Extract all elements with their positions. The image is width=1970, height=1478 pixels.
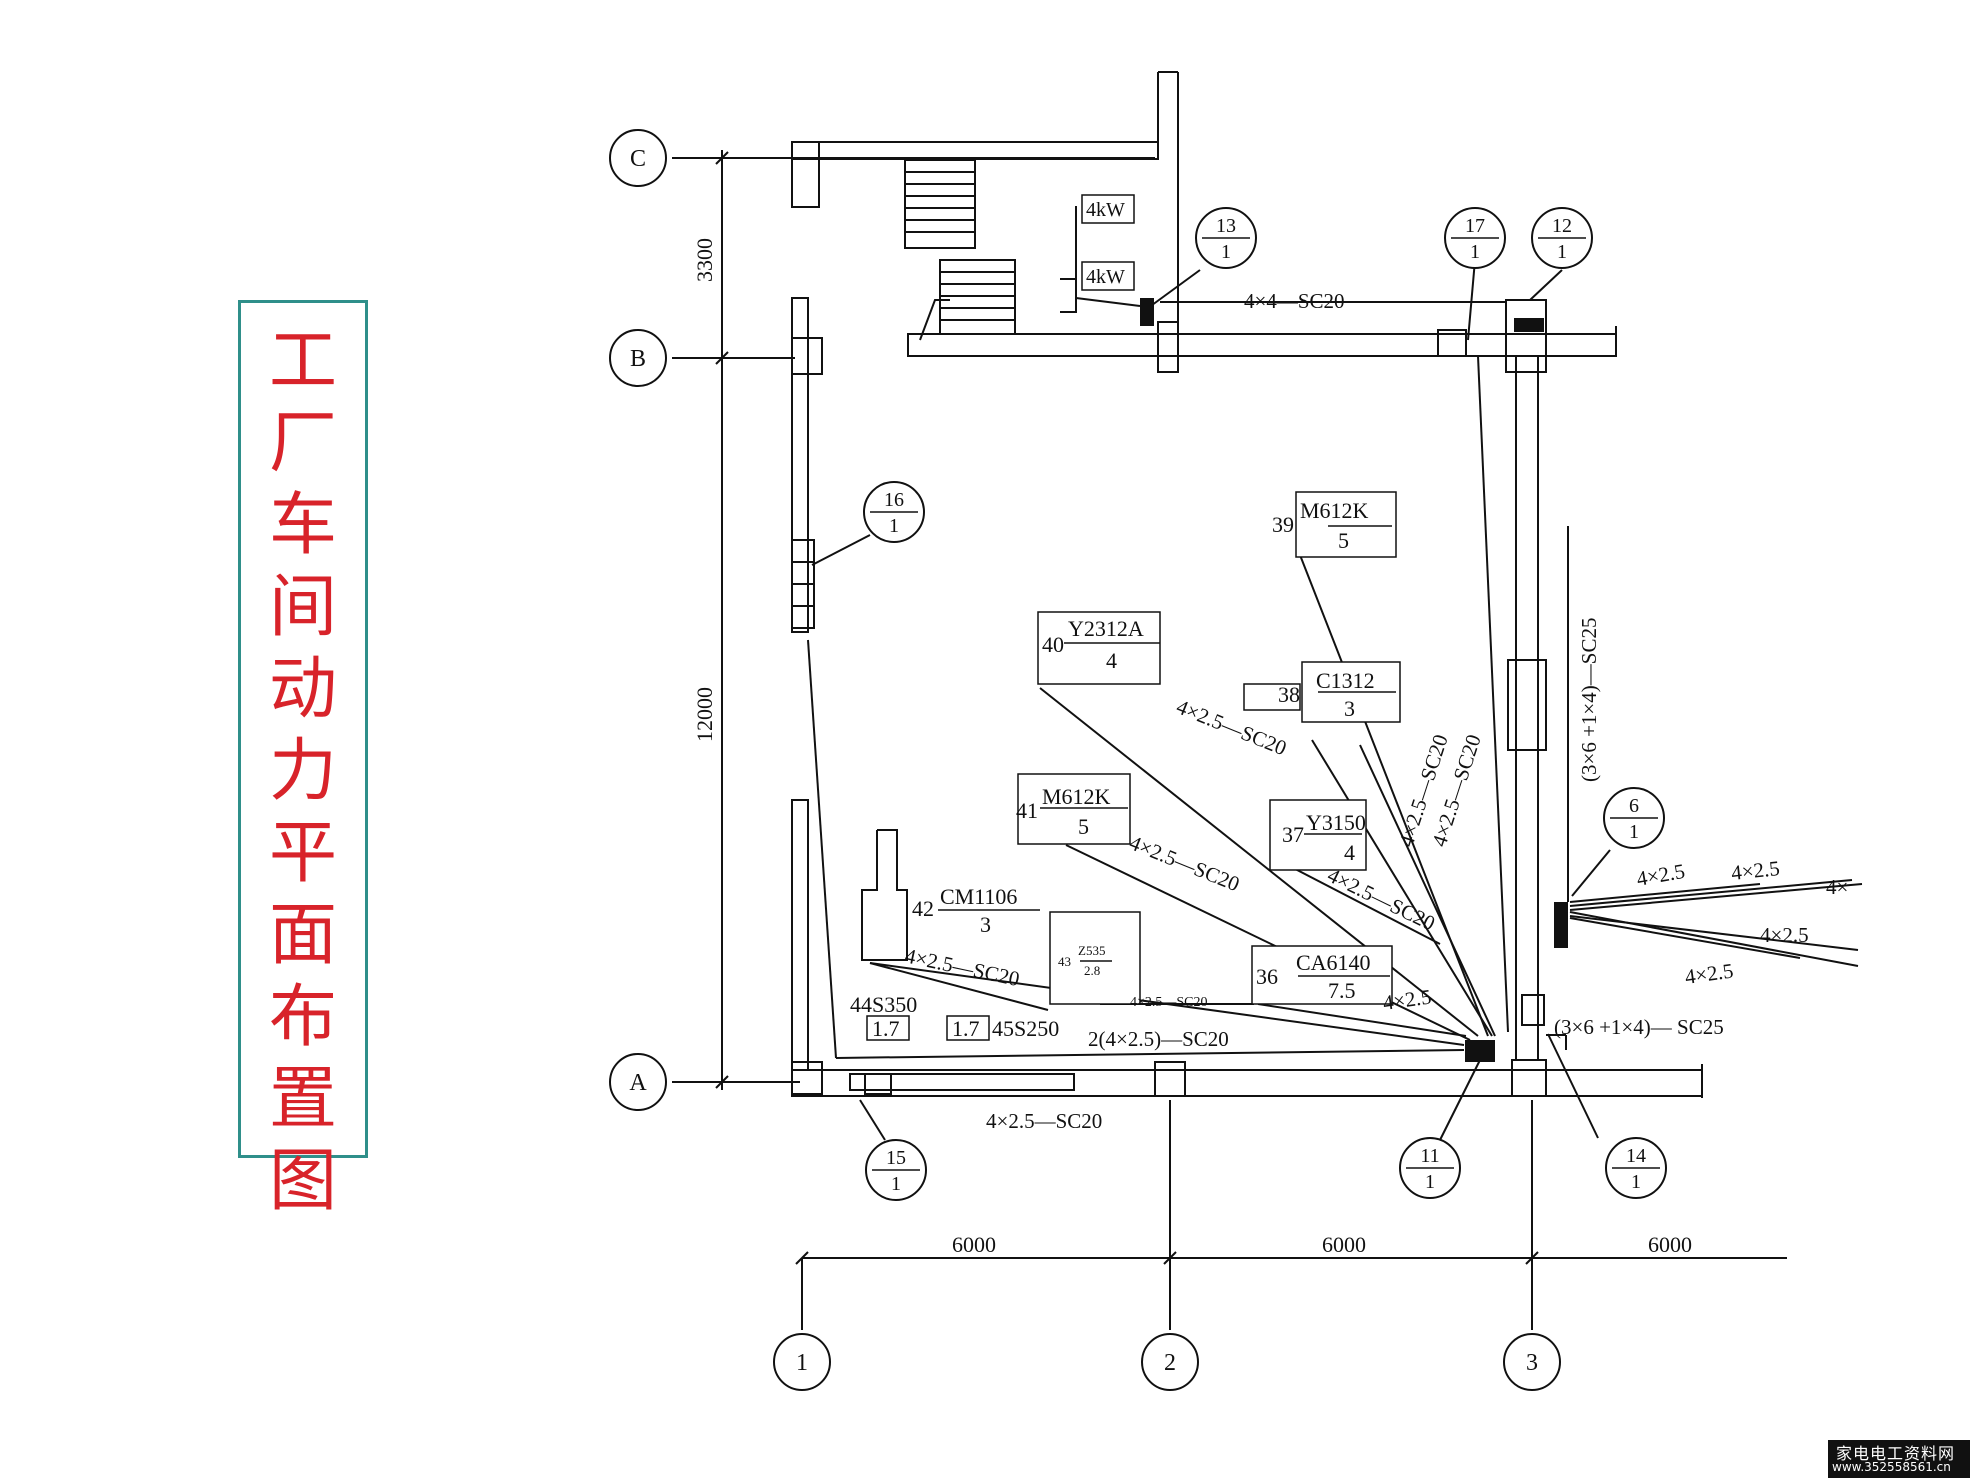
cable-bottom: 4×2.5—SC20 [986, 1109, 1102, 1133]
box-11-den: 1 [1425, 1171, 1435, 1193]
machine-41-kw: 5 [1078, 814, 1089, 839]
box-13-den: 1 [1221, 241, 1231, 263]
axis-label-B: B [630, 346, 646, 372]
axis-label-C: C [630, 146, 646, 172]
cable-r4: 4×2.5 [1760, 923, 1809, 947]
cable-r3: 4× [1826, 875, 1848, 899]
cable-right-lower: (3×6 +1×4)— SC25 [1554, 1015, 1724, 1039]
axis-label-3: 3 [1526, 1350, 1538, 1376]
cable-c42: 4×2.5—SC20 [903, 943, 1022, 991]
machine-37-kw: 4 [1344, 840, 1355, 865]
box-15-den: 1 [891, 1173, 901, 1195]
cable-top: 4×4—SC20 [1244, 289, 1345, 313]
box-15-num: 15 [886, 1147, 906, 1169]
machine-39-id: 39 [1272, 512, 1294, 537]
title-box: 工厂车间动力平面布置图 [238, 300, 368, 1221]
machine-41-id: 41 [1016, 798, 1038, 823]
cable-c43: 4×2.5—SC20 [1130, 995, 1208, 1010]
box-16-num: 16 [884, 489, 904, 511]
machine-37-model: Y3150 [1306, 810, 1366, 835]
power-label-2: 4kW [1086, 266, 1125, 288]
box-13-num: 13 [1216, 215, 1236, 237]
machine-44-kw: 1.7 [872, 1016, 900, 1041]
cable-r2: 4×2.5 [1730, 856, 1781, 885]
machine-45-kw: 1.7 [952, 1016, 980, 1041]
machine-38-model: C1312 [1316, 668, 1375, 693]
machine-39-model: M612K [1300, 498, 1369, 523]
machine-38-kw: 3 [1344, 696, 1355, 721]
box-6-den: 1 [1629, 821, 1639, 843]
machine-38-id: 38 [1278, 682, 1300, 707]
machine-44-label: 44S350 [850, 992, 917, 1017]
machine-37-id: 37 [1282, 822, 1304, 847]
box-6-num: 6 [1629, 795, 1639, 817]
machine-45-label: 45S250 [992, 1016, 1059, 1041]
power-label-1: 4kW [1086, 199, 1125, 221]
machine-43-model: Z535 [1078, 943, 1105, 958]
cable-c45: 2(4×2.5)—SC20 [1088, 1027, 1229, 1051]
machine-36-kw: 7.5 [1328, 978, 1356, 1003]
machine-40-kw: 4 [1106, 648, 1117, 673]
machine-39-kw: 5 [1338, 528, 1349, 553]
machine-43-kw: 2.8 [1084, 963, 1100, 978]
machine-36-model: CA6140 [1296, 950, 1371, 975]
box-17-den: 1 [1470, 241, 1480, 263]
machine-43-id: 43 [1058, 954, 1071, 969]
watermark-url: www.352558561.cn [1832, 1460, 1951, 1474]
cable-vert-right: (3×6 +1×4)—SC25 [1577, 618, 1601, 782]
page-title: 工厂车间动力平面布置图 [268, 322, 337, 1221]
watermark-title: 家电电工资料网 [1836, 1444, 1956, 1463]
machine-41-model: M612K [1042, 784, 1111, 809]
machine-40-id: 40 [1042, 632, 1064, 657]
axis-label-A: A [629, 1070, 647, 1096]
machine-42-kw: 3 [980, 912, 991, 937]
axis-label-1: 1 [796, 1350, 808, 1376]
dim-bay2: 6000 [1322, 1232, 1366, 1257]
dim-bay1: 6000 [952, 1232, 996, 1257]
box-12-num: 12 [1552, 215, 1572, 237]
cable-r1: 4×2.5 [1635, 859, 1687, 891]
dim-ba: 12000 [692, 687, 717, 742]
machine-42-model: CM1106 [940, 884, 1017, 909]
machine-40-model: Y2312A [1068, 616, 1144, 641]
box-12-den: 1 [1557, 241, 1567, 263]
cable-c41: 4×2.5—SC20 [1126, 830, 1243, 896]
cable-r5: 4×2.5 [1683, 958, 1734, 989]
cable-c37: 4×2.5—SC20 [1324, 863, 1439, 936]
box-14-num: 14 [1626, 1145, 1646, 1167]
box-16-den: 1 [889, 515, 899, 537]
axis-label-2: 2 [1164, 1350, 1176, 1376]
watermark: 家电电工资料网 www.352558561.cn [1828, 1440, 1970, 1478]
box-11-num: 11 [1420, 1145, 1439, 1167]
machine-36-id: 36 [1256, 964, 1278, 989]
dim-cb: 3300 [692, 238, 717, 282]
dim-bay3: 6000 [1648, 1232, 1692, 1257]
box-14-den: 1 [1631, 1171, 1641, 1193]
box-17-num: 17 [1465, 215, 1485, 237]
machine-42-id: 42 [912, 896, 934, 921]
